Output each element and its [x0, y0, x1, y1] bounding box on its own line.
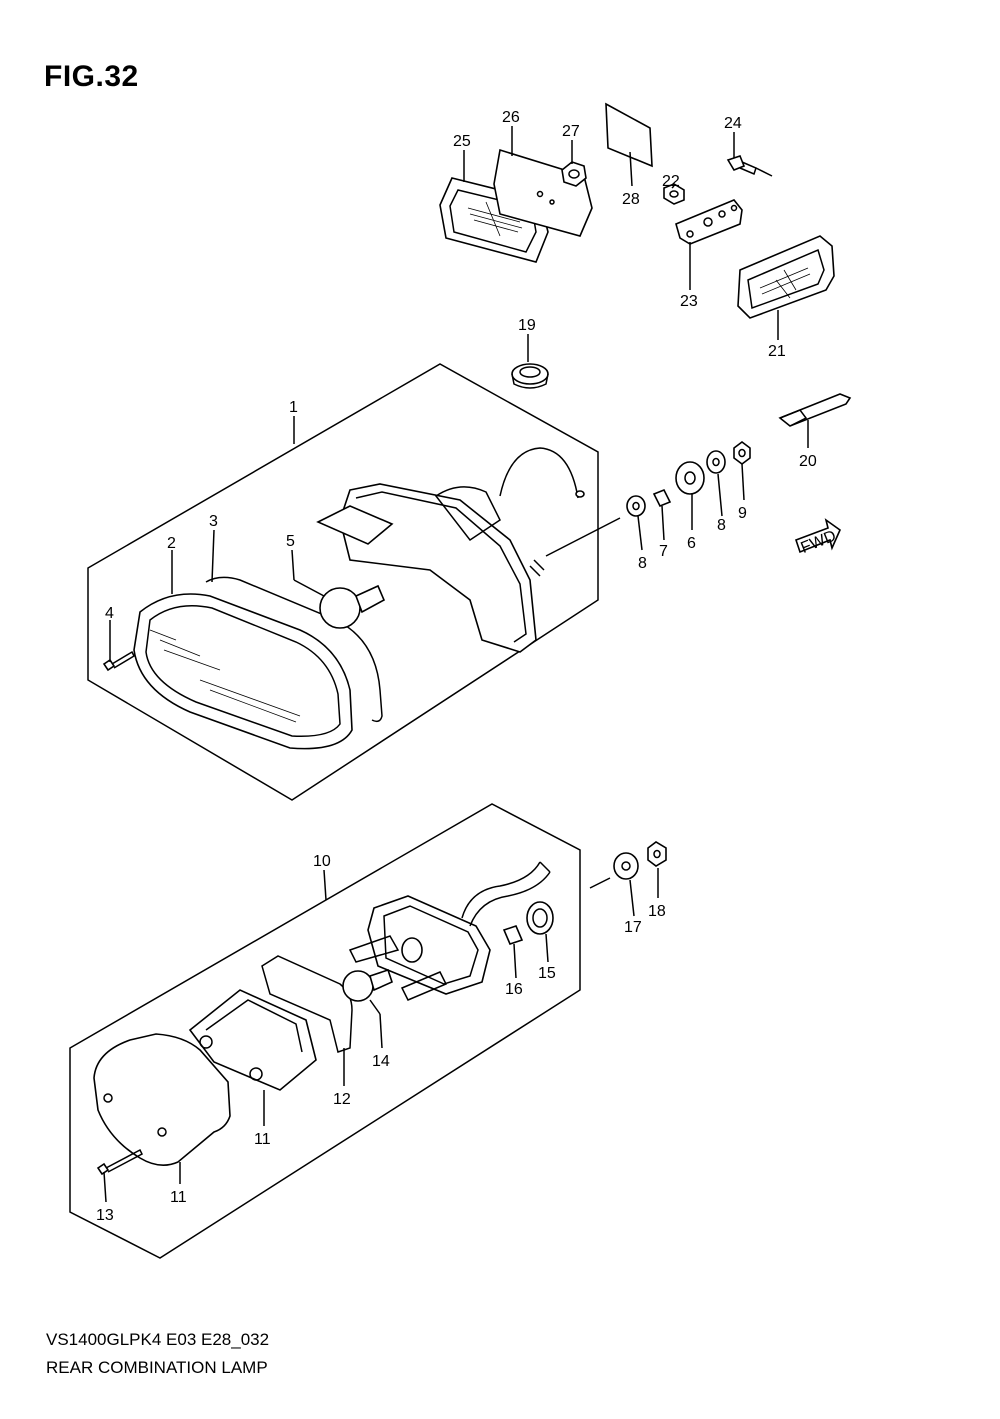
license-lamp-assembly-10[interactable] [69, 803, 581, 1259]
screw-14[interactable] [96, 1148, 143, 1176]
callout-8a: 8 [638, 555, 647, 572]
bulb-15[interactable] [342, 968, 393, 1002]
callout-11: 11 [170, 1189, 187, 1206]
bracket-21[interactable] [778, 393, 852, 427]
screw-4[interactable] [102, 650, 135, 672]
callout-1: 1 [289, 399, 298, 416]
callout-numbers: 25 26 27 28 24 22 23 21 19 1 3 2 5 4 8 7… [96, 109, 817, 1224]
grommet-20[interactable] [511, 363, 549, 389]
callout-23: 22 [662, 173, 680, 190]
callout-8b: 8 [717, 517, 726, 534]
callout-4: 4 [105, 605, 114, 622]
callout-5: 5 [286, 533, 295, 550]
callout-21: 20 [799, 453, 817, 470]
damper-6[interactable] [675, 461, 705, 495]
nut-9[interactable] [733, 441, 751, 465]
callout-19: 18 [648, 903, 666, 920]
callout-12: 11 [254, 1131, 271, 1148]
callout-3: 3 [209, 513, 218, 530]
bracket-24[interactable] [675, 199, 743, 245]
callout-25: 24 [724, 115, 742, 132]
fwd-arrow: FWD [794, 518, 841, 557]
callout-22: 21 [768, 343, 786, 360]
collar-17[interactable] [502, 925, 524, 945]
callout-26: 25 [453, 133, 471, 150]
lamp-housing[interactable] [316, 447, 585, 653]
nut-23[interactable] [663, 183, 685, 205]
callout-17: 16 [505, 981, 523, 998]
callout-15: 14 [372, 1053, 390, 1070]
bulb-5[interactable] [319, 584, 386, 629]
callout-29: 28 [622, 191, 640, 208]
washer-8a[interactable] [626, 495, 646, 517]
callout-16: 15 [538, 965, 556, 982]
callout-6: 6 [687, 535, 696, 552]
figure-title: FIG.32 [44, 60, 139, 93]
lens-2[interactable] [133, 593, 353, 750]
base-12[interactable] [188, 989, 317, 1091]
tail-lamp-assembly-1[interactable] [87, 363, 599, 801]
model-code: VS1400GLPK4 E03 E28_032 [46, 1330, 270, 1349]
callout-9: 9 [738, 505, 747, 522]
callout-13: 12 [333, 1091, 351, 1108]
nut-19[interactable] [647, 841, 667, 867]
callout-27: 26 [502, 109, 520, 126]
collar-7[interactable] [652, 488, 672, 508]
callout-28: 27 [562, 123, 580, 140]
callout-14: 13 [96, 1207, 114, 1224]
lamp-socket[interactable] [348, 861, 551, 1001]
washer-18[interactable] [613, 852, 639, 880]
reflector-22[interactable] [737, 235, 835, 319]
damper-16[interactable] [526, 901, 554, 935]
callout-20: 19 [518, 317, 536, 334]
sticker-29[interactable] [605, 102, 653, 168]
gasket-3[interactable] [205, 576, 383, 723]
leader-lines [103, 126, 809, 1203]
gasket-13[interactable] [261, 955, 353, 1053]
washer-8b[interactable] [706, 450, 726, 474]
callout-24: 23 [680, 293, 698, 310]
section-name: REAR COMBINATION LAMP [46, 1358, 268, 1377]
callout-10: 10 [313, 853, 331, 870]
callout-18: 17 [624, 919, 642, 936]
callout-7: 7 [659, 543, 668, 560]
bolt-25[interactable] [726, 155, 773, 177]
callout-2: 2 [167, 535, 176, 552]
lens-11[interactable] [93, 1033, 231, 1166]
